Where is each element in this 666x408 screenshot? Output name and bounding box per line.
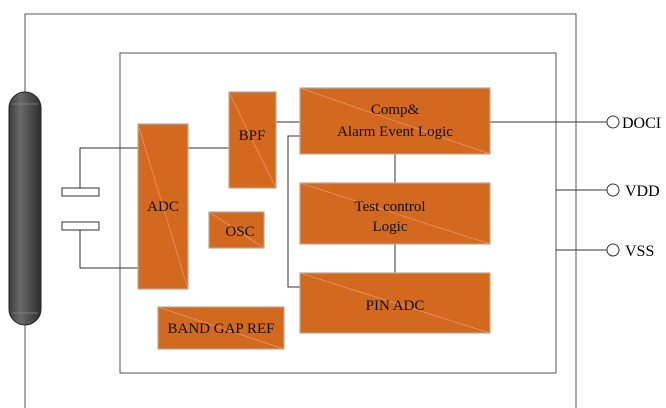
logic-label: Logic [373,219,408,235]
sensor-tube [8,91,42,326]
test-control-label: Test control [354,199,425,215]
bpf-block: BPF [228,91,277,189]
band-gap-ref-label: BAND GAP REF [168,321,275,337]
sensing-electrodes [61,147,138,269]
osc-block: OSC [208,211,265,249]
adc-block: ADC [137,123,189,290]
pin-doci-label: DOCI [622,115,661,132]
comp-alarm-block: Comp& Alarm Event Logic [299,87,491,155]
bpf-label: BPF [239,128,266,144]
adc-label: ADC [147,199,179,215]
test-control-block: Test control Logic [299,182,491,245]
alarm-event-logic-label: Alarm Event Logic [337,124,453,140]
pin-adc-label: PIN ADC [366,298,425,314]
comp-label: Comp& [371,102,420,118]
pin-adc-block: PIN ADC [299,272,491,334]
band-gap-ref-block: BAND GAP REF [157,306,285,350]
chip-boundary [119,52,557,374]
pin-vss: VSS [606,243,654,260]
internal-wiring [188,121,607,288]
pin-vdd: VDD [606,183,660,200]
pin-doci: DOCI [606,115,661,132]
osc-label: OSC [225,224,254,240]
pin-vss-label: VSS [625,243,654,260]
pin-vdd-label: VDD [625,183,660,200]
outer-enclosure [24,13,577,408]
